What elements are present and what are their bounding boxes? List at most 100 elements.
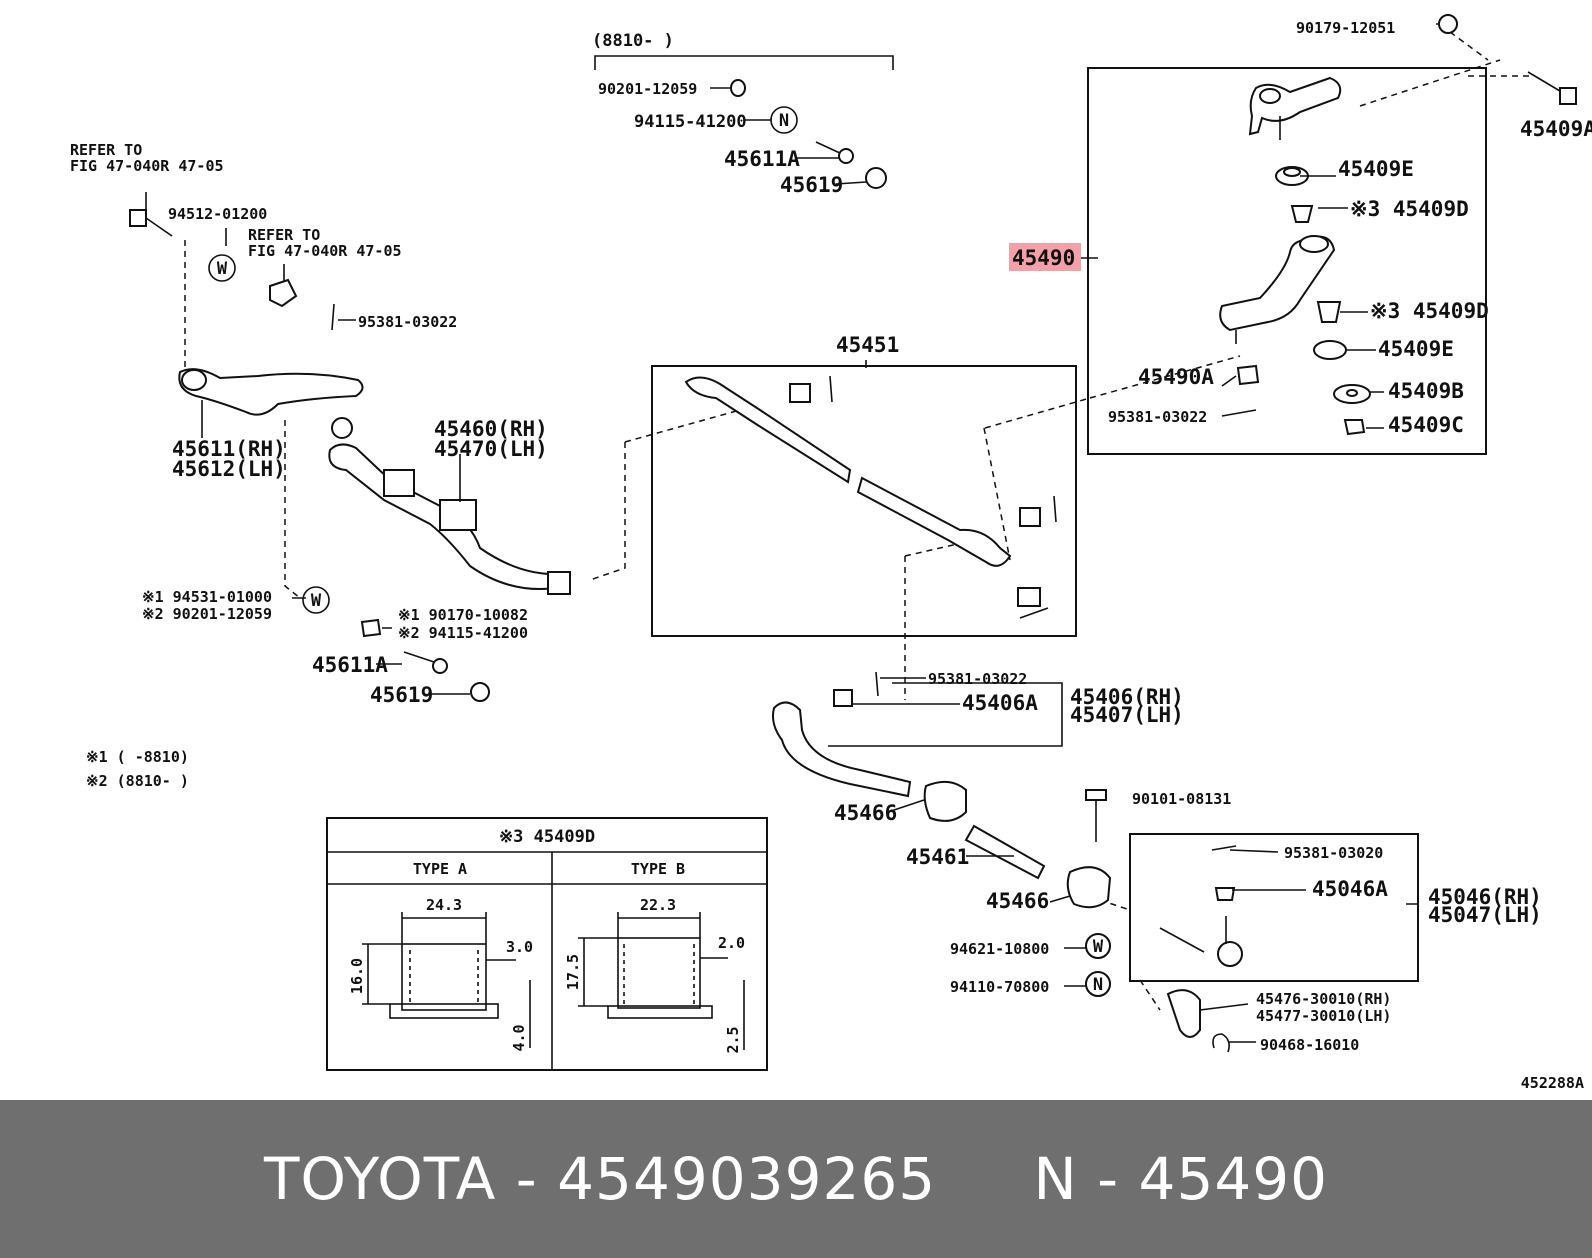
label-94512-01200[interactable]: 94512-01200 xyxy=(168,205,267,223)
type-b-heading: TYPE B xyxy=(631,860,685,878)
label-45047-lh[interactable]: 45047(LH) xyxy=(1428,903,1542,927)
dash-line xyxy=(284,420,301,599)
label-45461[interactable]: 45461 xyxy=(906,845,969,869)
label-45490A[interactable]: 45490A xyxy=(1138,365,1214,389)
label-45619-top[interactable]: 45619 xyxy=(780,173,843,197)
label-45406A[interactable]: 45406A xyxy=(962,691,1038,715)
label-45470-lh[interactable]: 45470(LH) xyxy=(434,437,548,461)
label-95381-03022-left[interactable]: 95381-03022 xyxy=(358,313,457,331)
note-1: ※1 ( -8810) xyxy=(86,748,189,766)
type-b-height: 17.5 xyxy=(564,954,582,990)
label-45046-rh[interactable]: 45046(RH) xyxy=(1428,885,1542,909)
tie-rod-end-45046-part xyxy=(1159,845,1243,967)
note-2: ※2 (8810- ) xyxy=(86,772,189,790)
nut-symbol-N-2: N xyxy=(1085,971,1111,997)
bracket-45406 xyxy=(828,682,1063,747)
clamp-45476 xyxy=(1166,989,1201,1038)
label-90201-12059[interactable]: 90201-12059 xyxy=(598,80,697,98)
label-45409C[interactable]: 45409C xyxy=(1388,413,1464,437)
label-8810-top: (8810- ) xyxy=(592,31,674,51)
bushing-45409D-lower xyxy=(1316,301,1342,323)
label-90468-16010[interactable]: 90468-16010 xyxy=(1260,1036,1359,1054)
label-45476-30010-rh[interactable]: 45476-30010(RH) xyxy=(1256,990,1391,1008)
type-a-thickness: 3.0 xyxy=(506,938,533,956)
svg-text:W: W xyxy=(217,259,228,279)
bolt-94512 xyxy=(129,209,173,237)
bracket-8810-top xyxy=(594,55,894,70)
label-45409D-upper[interactable]: ※3 45409D xyxy=(1350,197,1469,221)
label-95381-03020[interactable]: 95381-03020 xyxy=(1284,844,1383,862)
label-45409E-lower[interactable]: 45409E xyxy=(1378,337,1454,361)
cotter-pin-part xyxy=(829,375,1057,619)
label-45409E-upper[interactable]: 45409E xyxy=(1338,157,1414,181)
label-45460-rh[interactable]: 45460(RH) xyxy=(434,417,548,441)
label-45466-upper[interactable]: 45466 xyxy=(834,801,897,825)
label-fig-ref-2[interactable]: FIG 47-040R 47-05 xyxy=(248,242,402,260)
highlight-45490 xyxy=(1009,243,1081,271)
type-b-width: 22.3 xyxy=(640,896,676,914)
label-45466-lower[interactable]: 45466 xyxy=(986,889,1049,913)
label-45409D-lower[interactable]: ※3 45409D xyxy=(1370,299,1489,323)
label-94115-41200[interactable]: 94115-41200 xyxy=(634,112,747,132)
washer-90201 xyxy=(730,79,746,97)
label-45451[interactable]: 45451 xyxy=(836,333,899,357)
leader-lines xyxy=(145,23,1440,1043)
idler-arm-part xyxy=(1219,235,1336,344)
pitman-arm-part xyxy=(178,368,364,416)
idler-arm-assembly-box xyxy=(1087,67,1487,455)
label-45611-rh[interactable]: 45611(RH) xyxy=(172,437,286,461)
label-90179-12051[interactable]: 90179-12051 xyxy=(1296,19,1395,37)
relay-rod-part xyxy=(684,376,1012,567)
label-45612-lh[interactable]: 45612(LH) xyxy=(172,457,286,481)
type-a-width: 24.3 xyxy=(426,896,462,914)
label-94110-70800[interactable]: 94110-70800 xyxy=(950,978,1049,996)
type-a-height: 16.0 xyxy=(348,958,366,994)
nut-90179 xyxy=(1438,14,1458,34)
label-45611A-lower[interactable]: 45611A xyxy=(312,653,388,677)
label-94115-41200-b[interactable]: ※2 94115-41200 xyxy=(398,624,528,642)
washer-symbol-W-1: W xyxy=(208,254,236,282)
label-45406-rh[interactable]: 45406(RH) xyxy=(1070,685,1184,709)
clip-90468 xyxy=(1212,1033,1230,1053)
label-refer-to-1: REFER TO xyxy=(70,141,142,159)
label-95381-03022-right[interactable]: 95381-03022 xyxy=(1108,408,1207,426)
svg-text:N: N xyxy=(779,111,789,131)
label-95381-03022-mid[interactable]: 95381-03022 xyxy=(928,670,1027,688)
label-45490[interactable]: 45490 xyxy=(1012,246,1075,270)
washer-45409B xyxy=(1333,384,1371,404)
label-45611A-top[interactable]: 45611A xyxy=(724,147,800,171)
nut-45409C xyxy=(1343,419,1366,436)
tie-rod-end-box xyxy=(1129,833,1419,982)
dash-line xyxy=(1359,31,1530,107)
washer-symbol-W-2: W xyxy=(302,586,330,614)
label-45407-lh[interactable]: 45407(LH) xyxy=(1070,703,1184,727)
bolt-45409A xyxy=(1527,71,1577,105)
dash-line xyxy=(624,409,741,443)
label-45409A[interactable]: 45409A xyxy=(1520,117,1592,141)
label-94621-10800[interactable]: 94621-10800 xyxy=(950,940,1049,958)
nut-90170 xyxy=(360,618,382,638)
svg-text:N: N xyxy=(1093,975,1103,995)
tie-rod-left-part xyxy=(328,417,571,595)
label-90101-08131[interactable]: 90101-08131 xyxy=(1132,790,1231,808)
type-b-flange: 2.5 xyxy=(724,1026,742,1053)
label-45477-30010-lh[interactable]: 45477-30010(LH) xyxy=(1256,1007,1391,1025)
bushing-45409E-lower xyxy=(1313,340,1347,360)
cap-45619-top xyxy=(865,167,887,189)
bolt-45611A-lower xyxy=(403,651,448,674)
label-94531-01000[interactable]: ※1 94531-01000 xyxy=(142,588,272,606)
part-number-caption: TOYOTA - 4549039265 N - 45490 xyxy=(263,1145,1329,1213)
type-a-heading: TYPE A xyxy=(413,860,467,878)
type-b-thickness: 2.0 xyxy=(718,934,745,952)
label-90201-12059-b[interactable]: ※2 90201-12059 xyxy=(142,605,272,623)
tie-rod-end-45406-part xyxy=(772,671,912,798)
label-45046A[interactable]: 45046A xyxy=(1312,877,1388,901)
svg-text:W: W xyxy=(311,591,322,611)
dash-line xyxy=(984,355,1241,429)
label-45619-lower[interactable]: 45619 xyxy=(370,683,433,707)
label-45409B[interactable]: 45409B xyxy=(1388,379,1464,403)
idler-bracket-part xyxy=(1248,76,1342,140)
label-fig-ref-1[interactable]: FIG 47-040R 47-05 xyxy=(70,157,224,175)
label-90170-10082[interactable]: ※1 90170-10082 xyxy=(398,606,528,624)
